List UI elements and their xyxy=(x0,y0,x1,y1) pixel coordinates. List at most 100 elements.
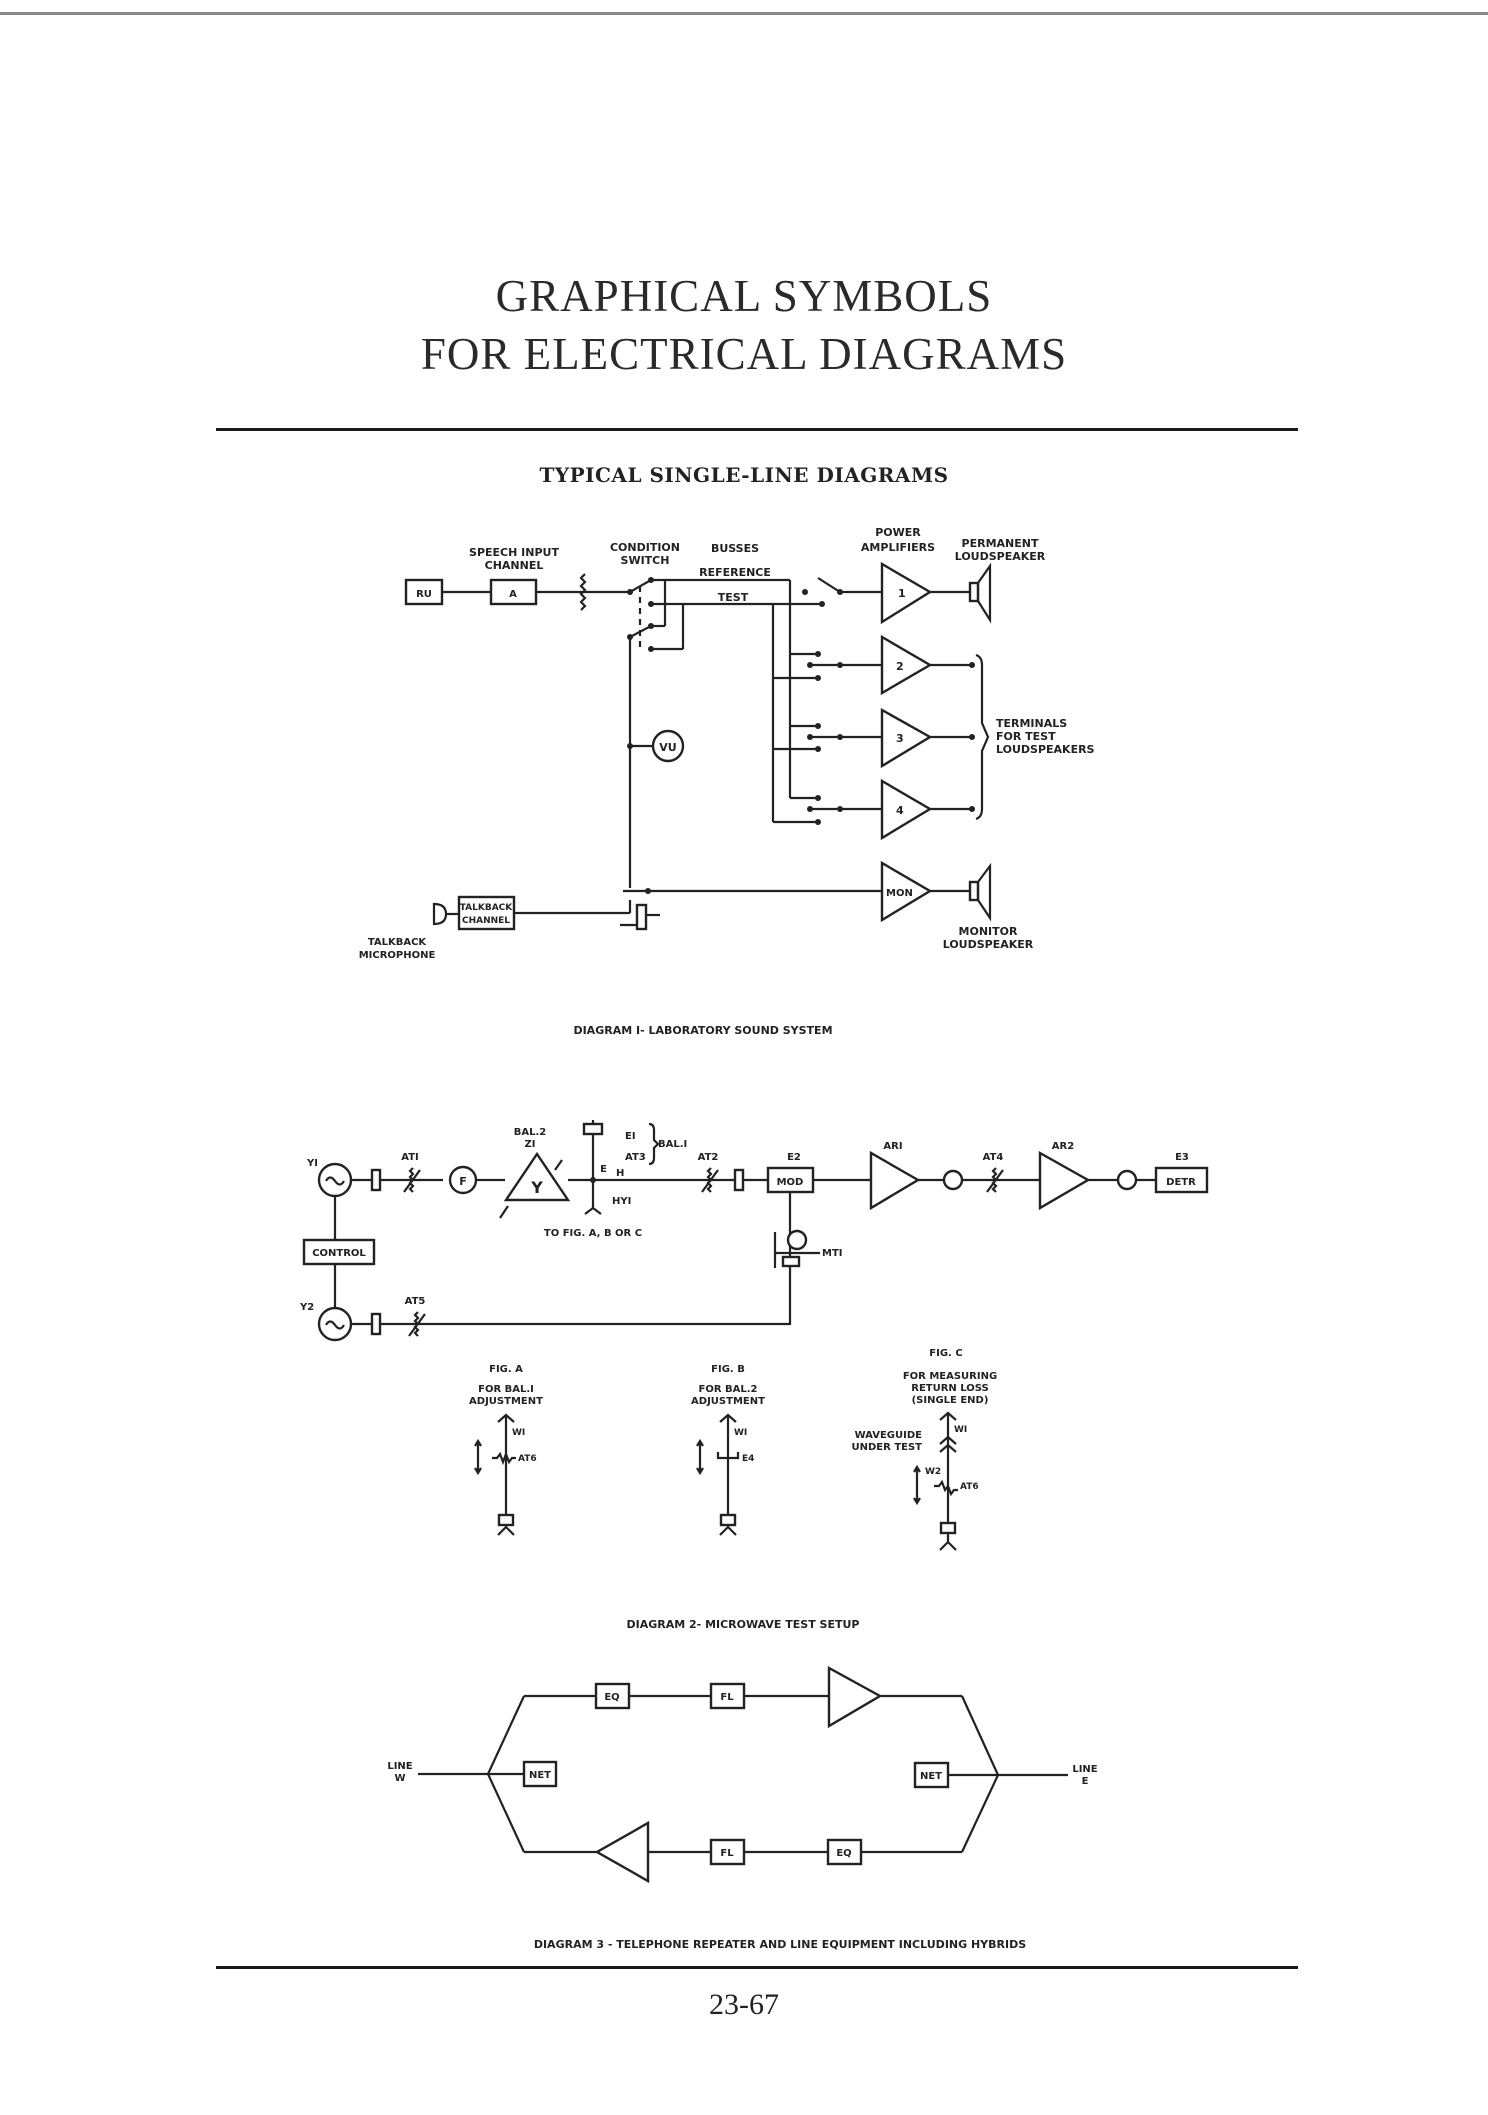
label-ar2: AR2 xyxy=(1052,1141,1074,1152)
bottom-rule xyxy=(216,1966,1298,1969)
label-for-test: FOR TEST xyxy=(996,730,1056,743)
detr-label: DETR xyxy=(1166,1177,1196,1188)
label-ar1: ARI xyxy=(883,1141,902,1152)
at4-variable-attenuator-icon xyxy=(986,1167,1004,1193)
bal2-y-triangle xyxy=(503,1151,571,1202)
page-title-line-1: GRAPHICAL SYMBOLS xyxy=(495,271,993,321)
label-test-bus: TEST xyxy=(718,591,749,604)
fig-c-title: FIG. C xyxy=(929,1348,962,1359)
fig-a-title: FIG. A xyxy=(489,1364,523,1375)
top-rule xyxy=(216,428,1298,431)
eq-top-label: EQ xyxy=(604,1692,619,1703)
fig-c-side-2: UNDER TEST xyxy=(852,1442,923,1453)
amp-2-label: 2 xyxy=(896,660,904,673)
label-at2: AT2 xyxy=(698,1152,719,1163)
label-hy1: HYI xyxy=(612,1196,631,1207)
label-at5: AT5 xyxy=(405,1296,426,1307)
net-right-label: NET xyxy=(920,1771,942,1782)
talkback-microphone-icon xyxy=(432,902,448,926)
label-power: POWER xyxy=(875,526,921,539)
amplifier-ar2 xyxy=(1038,1150,1091,1211)
label-e1: EI xyxy=(625,1131,636,1142)
label-amplifiers: AMPLIFIERS xyxy=(861,541,935,554)
repeater-amplifier-east xyxy=(827,1665,883,1729)
terminals-brace xyxy=(975,653,990,821)
attenuator-icon xyxy=(579,573,587,611)
fig-c-w2: W2 xyxy=(925,1467,941,1477)
diagram-2-caption: DIAGRAM 2- MICROWAVE TEST SETUP xyxy=(627,1618,860,1631)
control-label: CONTROL xyxy=(312,1248,366,1259)
at5-variable-attenuator-icon xyxy=(408,1311,426,1337)
fig-c-desc-3: (SINGLE END) xyxy=(912,1395,989,1406)
diagram-3-caption: DIAGRAM 3 - TELEPHONE REPEATER AND LINE … xyxy=(534,1938,1026,1951)
fig-c-side-1: WAVEGUIDE xyxy=(855,1430,923,1441)
label-e3: E3 xyxy=(1175,1152,1189,1163)
fig-b-title: FIG. B xyxy=(711,1364,745,1375)
label-mt1: MTI xyxy=(822,1248,843,1259)
label-talkback: TALKBACK xyxy=(368,937,428,948)
bal1-brace xyxy=(648,1122,660,1166)
label-speech-channel: CHANNEL xyxy=(485,559,544,572)
fig-a-element: AT6 xyxy=(518,1454,537,1464)
fig-b-desc-1: FOR BAL.2 xyxy=(698,1384,757,1395)
fl-box-bottom xyxy=(709,1838,746,1866)
control-box xyxy=(302,1238,376,1266)
fig-a-desc-2: ADJUSTMENT xyxy=(469,1396,543,1407)
label-loudspeaker-perm: LOUDSPEAKER xyxy=(955,550,1046,563)
label-condition: CONDITION xyxy=(610,541,680,554)
fig-c-element: AT6 xyxy=(960,1482,979,1492)
label-busses: BUSSES xyxy=(711,542,759,555)
amplifier-row-3: 3 xyxy=(773,707,975,769)
label-monitor: MONITOR xyxy=(959,925,1018,938)
fig-b-w1: WI xyxy=(734,1428,747,1438)
label-speech-input: SPEECH INPUT xyxy=(469,546,559,559)
amp-1-label: 1 xyxy=(898,587,906,600)
fig-c-desc-2: RETURN LOSS xyxy=(911,1383,989,1394)
section-subtitle: TYPICAL SINGLE-LINE DIAGRAMS xyxy=(539,463,949,487)
label-h: H xyxy=(616,1168,624,1179)
fig-a: FIG. A FOR BAL.I ADJUSTMENT WI AT6 xyxy=(469,1364,543,1536)
talkback-box-line-1: TALKBACK xyxy=(460,903,514,913)
mt1-icon xyxy=(786,1229,808,1251)
ru-label: RU xyxy=(416,589,432,600)
y-label: Y xyxy=(530,1178,543,1197)
label-e2: E2 xyxy=(787,1152,801,1163)
fig-b-adjust-arrow-icon xyxy=(696,1438,704,1476)
fig-a-desc-1: FOR BAL.I xyxy=(478,1384,534,1395)
eq-bottom-label: EQ xyxy=(836,1848,851,1859)
isolator-icon-1 xyxy=(942,1169,964,1191)
net-box-right xyxy=(913,1761,950,1789)
label-reference-bus: REFERENCE xyxy=(699,566,771,579)
detr-box xyxy=(1154,1166,1209,1194)
vu-label: VU xyxy=(659,741,676,754)
fig-c-w1: WI xyxy=(954,1425,967,1435)
net-box-left xyxy=(522,1760,558,1788)
monitor-amplifier xyxy=(880,860,933,923)
label-microphone: MICROPHONE xyxy=(359,950,436,961)
label-switch: SWITCH xyxy=(621,554,670,567)
fig-c-adjust-arrow-icon xyxy=(913,1464,921,1506)
diagram-2-microwave-test-setup: YI ATI F Y BAL.2 ZI E H HYI EI AT3 BAL.I… xyxy=(299,1120,1209,1631)
amp-4-label: 4 xyxy=(896,804,904,817)
permanent-loudspeaker-icon xyxy=(976,562,992,624)
amplifier-row-4: 4 xyxy=(773,778,975,841)
fig-b-element: E4 xyxy=(742,1454,754,1464)
label-permanent: PERMANENT xyxy=(962,537,1039,550)
label-to-fig: TO FIG. A, B OR C xyxy=(544,1228,642,1239)
fig-b: FIG. B FOR BAL.2 ADJUSTMENT WI E4 xyxy=(691,1364,765,1536)
vu-meter xyxy=(651,729,685,763)
repeater-amplifier-west xyxy=(594,1820,650,1884)
diagram-1-caption: DIAGRAM I- LABORATORY SOUND SYSTEM xyxy=(573,1024,832,1037)
label-e: E xyxy=(600,1164,607,1175)
label-line-e: LINE xyxy=(1072,1764,1097,1775)
at1-variable-attenuator-icon xyxy=(403,1167,421,1193)
fl-bottom-label: FL xyxy=(720,1848,734,1859)
isolator-icon-2 xyxy=(1116,1169,1138,1191)
label-bal2: BAL.2 xyxy=(514,1127,547,1138)
talkback-key-icon xyxy=(635,903,648,931)
net-left-label: NET xyxy=(529,1770,551,1781)
scan-edge-line xyxy=(0,12,1488,15)
label-line-e-dir: E xyxy=(1082,1776,1089,1787)
fig-c-desc-1: FOR MEASURING xyxy=(903,1371,997,1382)
